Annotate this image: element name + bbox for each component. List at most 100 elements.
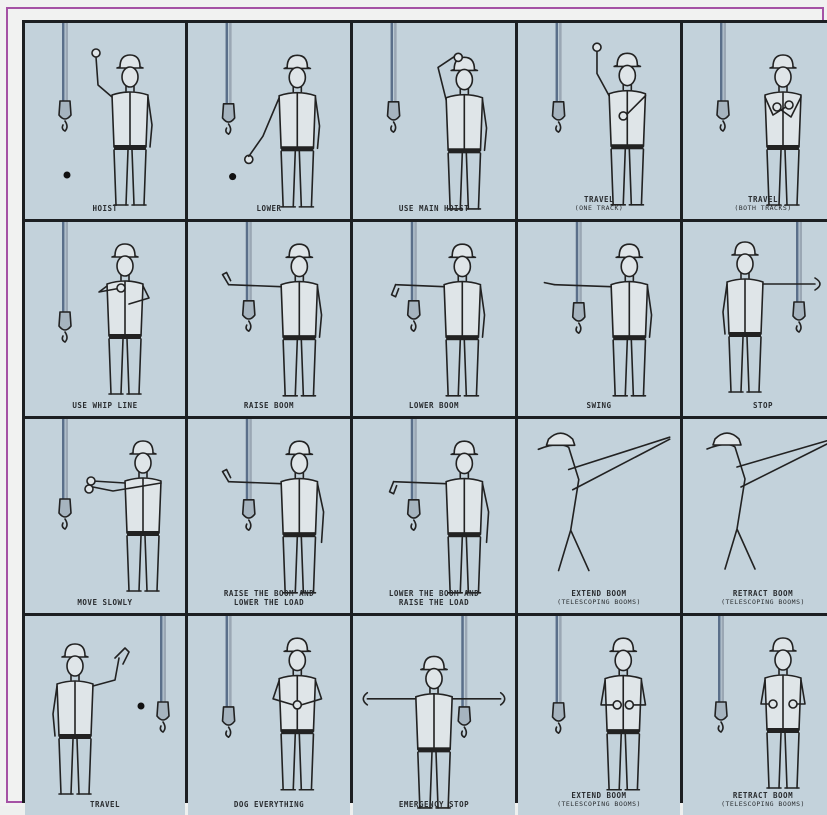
hard-hat (451, 441, 477, 454)
hook-icon (720, 121, 725, 131)
hook-block (408, 301, 420, 319)
head (775, 67, 791, 87)
head (135, 453, 151, 473)
signal-label: USE MAIN HOIST (353, 204, 515, 213)
hard-hat (130, 441, 156, 454)
legs (281, 151, 313, 207)
signal-label: LOWER (188, 204, 350, 213)
extended-arm (229, 285, 282, 287)
hook-icon (718, 722, 723, 732)
signal-label: MOVE SLOWLY (25, 598, 185, 607)
pointing-finger (544, 283, 554, 285)
hard-hat (546, 433, 574, 445)
belt (281, 729, 313, 734)
signal-cell-travel-one-track: TRAVEL(One track) (518, 23, 680, 219)
covering-hand (85, 485, 93, 493)
hook-icon (556, 723, 561, 733)
signal-cell-move-slowly: MOVE SLOWLY (25, 419, 185, 613)
leaning-figure (538, 445, 589, 571)
hand (619, 112, 627, 120)
raising-arm (483, 484, 489, 543)
signal-label: USE WHIP LINE (25, 401, 185, 410)
legs (607, 734, 639, 790)
legs (283, 340, 315, 396)
figure-illustration (518, 419, 680, 613)
belt (611, 144, 643, 149)
hard-hat (286, 244, 312, 257)
hoist-rope (576, 222, 579, 303)
hook-icon (226, 727, 231, 737)
hoist-rope (465, 616, 468, 707)
hard-hat (62, 644, 88, 657)
signal-label: EXTEND BOOM(Telescoping booms) (518, 589, 680, 607)
hard-hat (610, 638, 636, 651)
hard-hat (117, 55, 143, 68)
hard-hat (614, 53, 640, 66)
hoist-rope (556, 23, 559, 102)
figure-illustration (518, 222, 680, 416)
hoist-rope (62, 419, 65, 499)
boom-line (741, 441, 827, 487)
hard-hat (732, 242, 758, 255)
hoist-rope (62, 222, 65, 312)
belt (283, 335, 315, 340)
thumb-down-hand (392, 285, 399, 297)
belt (281, 146, 313, 151)
signal-cell-use-main-hoist: USE MAIN HOIST (353, 23, 515, 219)
signal-cell-lower: LOWER (188, 23, 350, 219)
head (291, 453, 307, 473)
signal-label: TRAVEL(Both tracks) (683, 195, 827, 213)
signal-cell-emergency-stop: EMERGENCY STOP (353, 616, 515, 815)
legs (127, 536, 159, 591)
arm (148, 97, 152, 147)
arm (318, 287, 322, 338)
boom-line (737, 439, 827, 467)
hoist-rope (394, 23, 397, 102)
figure-illustration (683, 222, 827, 416)
head-tap-arm (438, 55, 456, 99)
head (615, 650, 631, 670)
thumb-out-fist (625, 701, 633, 709)
hook-icon (576, 323, 581, 333)
hoist-rope (229, 23, 232, 104)
legs (59, 739, 91, 794)
figure-illustration (25, 23, 185, 219)
hand (87, 477, 95, 485)
hoist-rope (229, 616, 232, 707)
hand-signal-chart: HOIST LOWER USE MAIN HOIST TRAVEL(One tr… (22, 20, 827, 803)
thumb-in-fist (789, 700, 797, 708)
hoist-rope (164, 616, 167, 702)
head (737, 254, 753, 274)
belt (446, 335, 478, 340)
hook-block (388, 102, 400, 120)
figure-illustration (188, 23, 350, 219)
hook-block (157, 702, 169, 720)
head (456, 69, 472, 89)
arm (53, 686, 57, 736)
legs (767, 733, 799, 788)
head (454, 256, 470, 276)
hard-hat (112, 244, 138, 257)
figure-illustration (25, 419, 185, 613)
figure-illustration (188, 419, 350, 613)
hard-hat (713, 433, 741, 445)
signal-cell-stop: STOP (683, 222, 827, 416)
hook-block (59, 312, 71, 330)
signal-cell-retract-boom-2: RETRACT BOOM(Telescoping booms) (683, 616, 827, 815)
belt (729, 332, 761, 337)
hoist-rope (66, 222, 69, 312)
hard-hat (284, 55, 310, 68)
hoist-rope (722, 616, 725, 702)
hook-block (243, 500, 255, 518)
hook-icon (62, 332, 67, 342)
figure-illustration (25, 222, 185, 416)
signal-cell-lower-boom-raise-load: LOWER THE BOOM ANDRAISE THE LOAD (353, 419, 515, 613)
figure-illustration (353, 419, 515, 613)
head (67, 656, 83, 676)
figure-illustration (188, 616, 350, 815)
hoist-rope (66, 419, 69, 499)
hook-block (223, 104, 235, 122)
head (122, 67, 138, 87)
belt (448, 148, 480, 153)
